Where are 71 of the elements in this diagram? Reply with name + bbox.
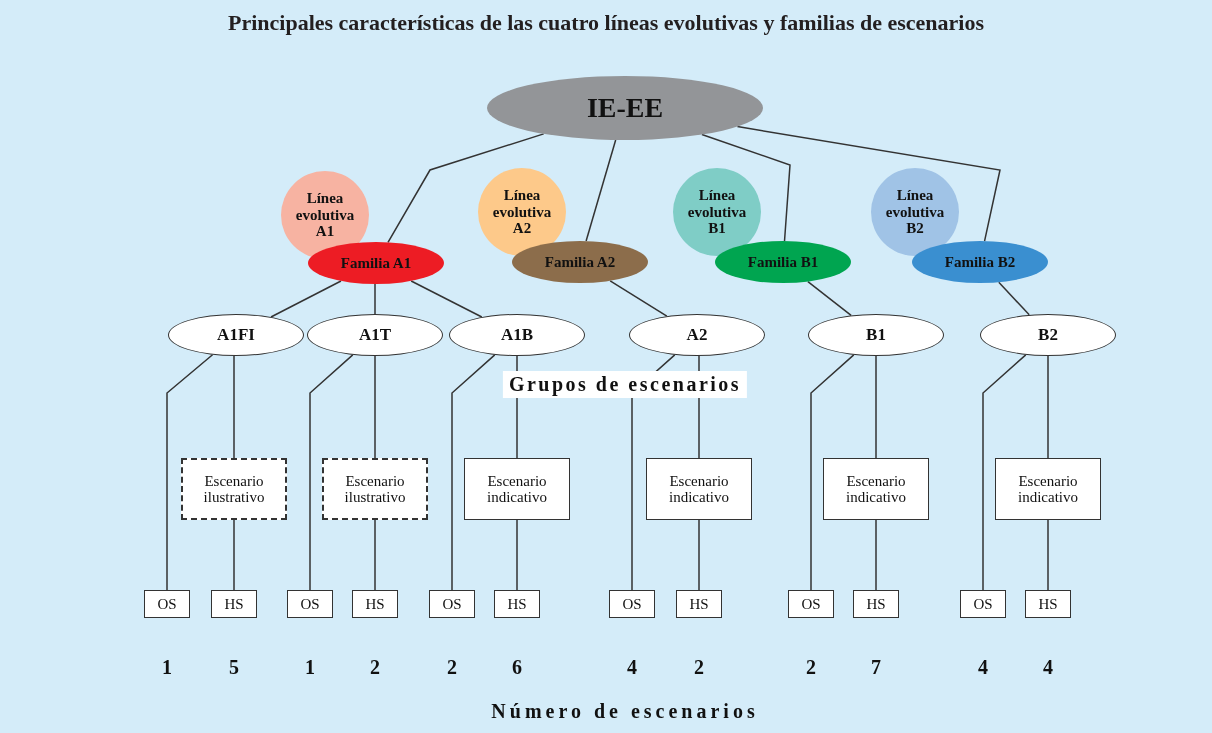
count-number: 4 xyxy=(627,656,637,679)
connector-line xyxy=(1047,519,1049,591)
small-box: OS xyxy=(144,590,190,618)
circle-node: Línea evolutiva A2 xyxy=(478,168,566,256)
ellipse-node: IE-EE xyxy=(487,76,763,140)
connector-line xyxy=(698,519,700,591)
connector-line xyxy=(875,519,877,591)
count-number: 2 xyxy=(370,656,380,679)
connector-line xyxy=(982,354,1027,591)
connector-line xyxy=(309,354,354,591)
connector-line xyxy=(609,280,668,317)
ellipse-node: B1 xyxy=(808,314,944,356)
connector-line xyxy=(810,354,855,591)
group-heading: Grupos de escenarios xyxy=(502,371,748,398)
connector-line xyxy=(1047,355,1049,459)
count-number: 4 xyxy=(978,656,988,679)
scenario-box: Escenario ilustrativo xyxy=(322,458,428,520)
count-number: 1 xyxy=(305,656,315,679)
connector-line xyxy=(451,354,496,591)
ellipse-node: Familia B2 xyxy=(912,241,1048,283)
count-number: 1 xyxy=(162,656,172,679)
small-box: OS xyxy=(609,590,655,618)
connector-line xyxy=(374,283,376,315)
count-number: 6 xyxy=(512,656,522,679)
small-box: HS xyxy=(494,590,540,618)
small-box: OS xyxy=(429,590,475,618)
circle-node: Línea evolutiva A1 xyxy=(281,171,369,259)
count-number: 2 xyxy=(806,656,816,679)
diagram-title: Principales características de las cuatro líneas evolutivas y familias de escenarios xyxy=(227,10,984,35)
small-box: HS xyxy=(676,590,722,618)
ellipse-node: A1FI xyxy=(168,314,304,356)
scenario-box: Escenario indicativo xyxy=(823,458,929,520)
small-box: OS xyxy=(287,590,333,618)
connector-line xyxy=(875,355,877,459)
ellipse-node: Familia A2 xyxy=(512,241,648,283)
connector-line xyxy=(387,133,545,244)
connector-line xyxy=(410,280,483,318)
ellipse-node: A1B xyxy=(449,314,585,356)
connector-line xyxy=(233,519,235,591)
scenario-box: Escenario indicativo xyxy=(995,458,1101,520)
circle-node: Línea evolutiva B1 xyxy=(673,168,761,256)
small-box: HS xyxy=(211,590,257,618)
circle-node: Línea evolutiva B2 xyxy=(871,168,959,256)
small-box: OS xyxy=(960,590,1006,618)
count-number: 4 xyxy=(1043,656,1053,679)
small-box: OS xyxy=(788,590,834,618)
connector-line xyxy=(374,355,376,459)
ellipse-node: A2 xyxy=(629,314,765,356)
small-box: HS xyxy=(1025,590,1071,618)
count-number: 2 xyxy=(447,656,457,679)
connector-line xyxy=(516,519,518,591)
small-box: HS xyxy=(352,590,398,618)
connector-line xyxy=(374,519,376,591)
scenario-box: Escenario indicativo xyxy=(464,458,570,520)
connector-line xyxy=(585,139,617,242)
count-number: 7 xyxy=(871,656,881,679)
count-number: 5 xyxy=(229,656,239,679)
count-number: 2 xyxy=(694,656,704,679)
connector-line xyxy=(701,133,791,242)
connector-line xyxy=(998,281,1030,316)
small-box: HS xyxy=(853,590,899,618)
scenario-box: Escenario indicativo xyxy=(646,458,752,520)
ellipse-node: Familia B1 xyxy=(715,241,851,283)
connector-line xyxy=(736,125,1001,242)
ellipse-node: B2 xyxy=(980,314,1116,356)
axis-caption: Número de escenarios xyxy=(491,700,759,723)
scenario-box: Escenario ilustrativo xyxy=(181,458,287,520)
connector-line xyxy=(233,355,235,459)
connector-line xyxy=(270,280,342,318)
ellipse-node: A1T xyxy=(307,314,443,356)
ellipse-node: Familia A1 xyxy=(308,242,444,284)
